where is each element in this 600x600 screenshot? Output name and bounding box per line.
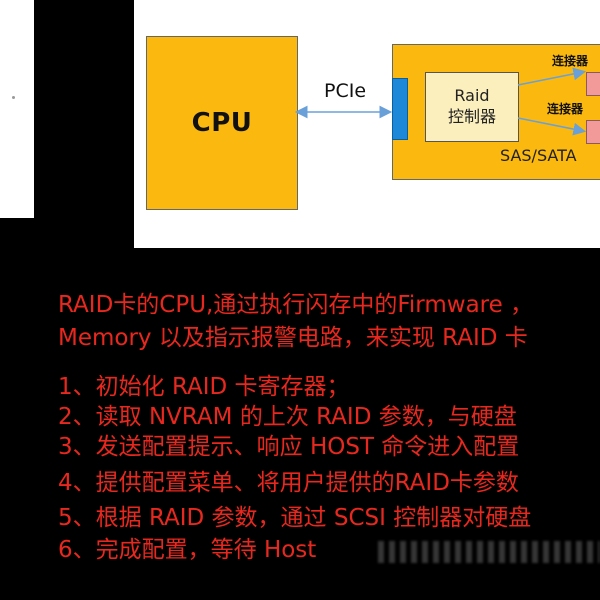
cpu-label: CPU [191,108,253,138]
diagram-arrows [294,67,587,136]
list-item-2: 2、读取 NVRAM 的上次 RAID 参数，与硬盘 [58,404,517,430]
connector-arrow-1 [517,67,587,86]
raid-controller-label-line1: Raid [454,86,490,106]
list-item-1: 1、初始化 RAID 卡寄存器； [58,374,350,400]
list-item-3: 3、发送配置提示、响应 HOST 命令进入配置 [58,434,520,460]
list-item-4: 4、提供配置菜单、将用户提供的RAID卡参数 [58,470,519,496]
paragraph-line-1: RAID卡的CPU,通过执行闪存中的Firmware ， [58,292,534,318]
diagram-panel: CPU PCIe Raid 控制器 连接器 连接器 SAS/SATA [134,0,600,248]
pcie-label: PCIe [324,80,367,102]
list-item-6: 6、完成配置，等待 Host [58,537,317,563]
raid-controller-box: Raid 控制器 [425,72,519,142]
raid-controller-label-line2: 控制器 [447,107,496,126]
sas-sata-label: SAS/SATA [500,146,577,165]
left-partial-slide-panel [0,0,34,218]
cpu-box: CPU [146,36,298,210]
paragraph-line-2: Memory 以及指示报警电路，来实现 RAID 卡 [58,325,528,351]
connector-label-1: 连接器 [552,54,589,68]
blurred-overlay-text [378,541,600,563]
list-item-5: 5、根据 RAID 参数，通过 SCSI 控制器对硬盘 [58,505,532,531]
pcie-port [392,78,408,140]
connector-label-2: 连接器 [547,102,584,116]
connector-box-2 [586,120,600,144]
decorative-dot [12,96,15,99]
connector-box-1 [586,72,600,96]
connector-arrow-2 [517,117,587,136]
